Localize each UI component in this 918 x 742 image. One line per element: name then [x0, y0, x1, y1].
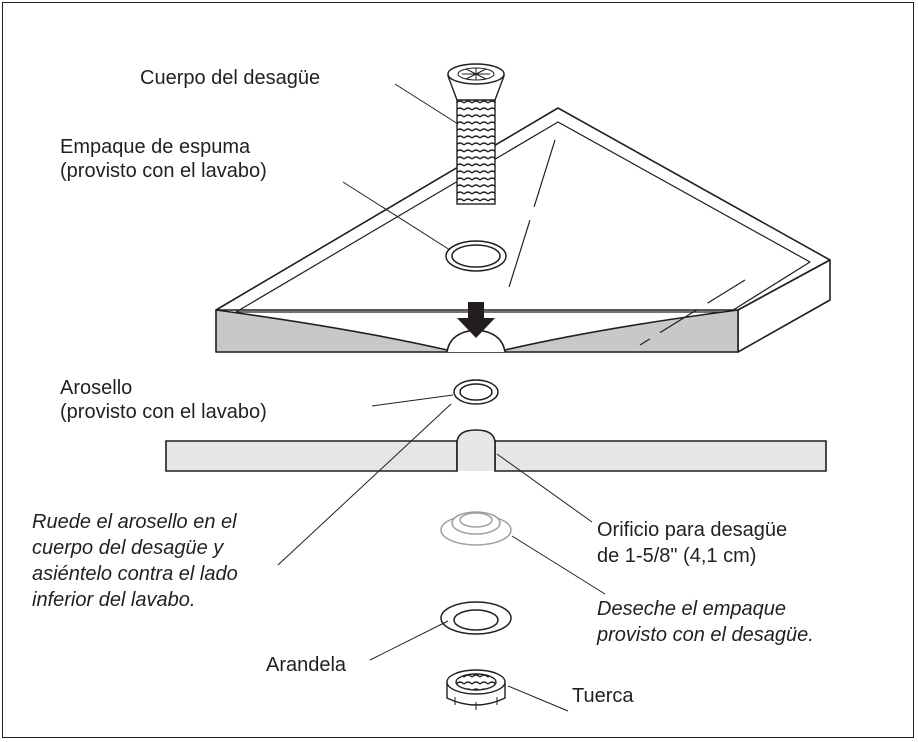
label-o-ring-2: (provisto con el lavabo)	[60, 401, 267, 423]
drain-body-part	[446, 63, 506, 205]
washer-part	[440, 601, 512, 635]
note-discard-gasket-1: Deseche el empaque	[597, 598, 787, 620]
nut-part	[446, 669, 506, 710]
label-foam-gasket-1: Empaque de espuma	[60, 136, 251, 158]
foam-gasket-part	[445, 240, 507, 272]
sink-top-surface	[215, 107, 831, 311]
sink-inner-rim	[235, 121, 811, 313]
note-roll-o-ring-1: Ruede el arosello en el	[32, 511, 237, 533]
o-ring-part	[453, 379, 499, 405]
note-discard-gasket-2: provisto con el desagüe.	[597, 624, 814, 646]
sink-basin	[215, 107, 831, 353]
down-arrow-icon	[457, 302, 495, 338]
note-roll-o-ring-4: inferior del lavabo.	[32, 589, 196, 611]
countertop	[165, 429, 827, 472]
note-roll-o-ring-2: cuerpo del desagüe y	[32, 537, 224, 559]
label-drain-hole-2: de 1-5/8" (4,1 cm)	[597, 545, 757, 567]
drain-gasket-part	[440, 511, 512, 546]
leader-lines	[277, 83, 606, 712]
countertop-drain-hole	[456, 429, 496, 471]
note-roll-o-ring-3: asiéntelo contra el lado	[32, 563, 238, 585]
label-drain-hole-1: Orificio para desagüe	[597, 519, 788, 541]
label-o-ring-1: Arosello	[60, 377, 133, 399]
label-nut: Tuerca	[572, 685, 634, 707]
label-foam-gasket-2: (provisto con el lavabo)	[60, 160, 267, 182]
label-drain-body: Cuerpo del desagüe	[140, 67, 321, 89]
label-washer: Arandela	[266, 654, 347, 676]
